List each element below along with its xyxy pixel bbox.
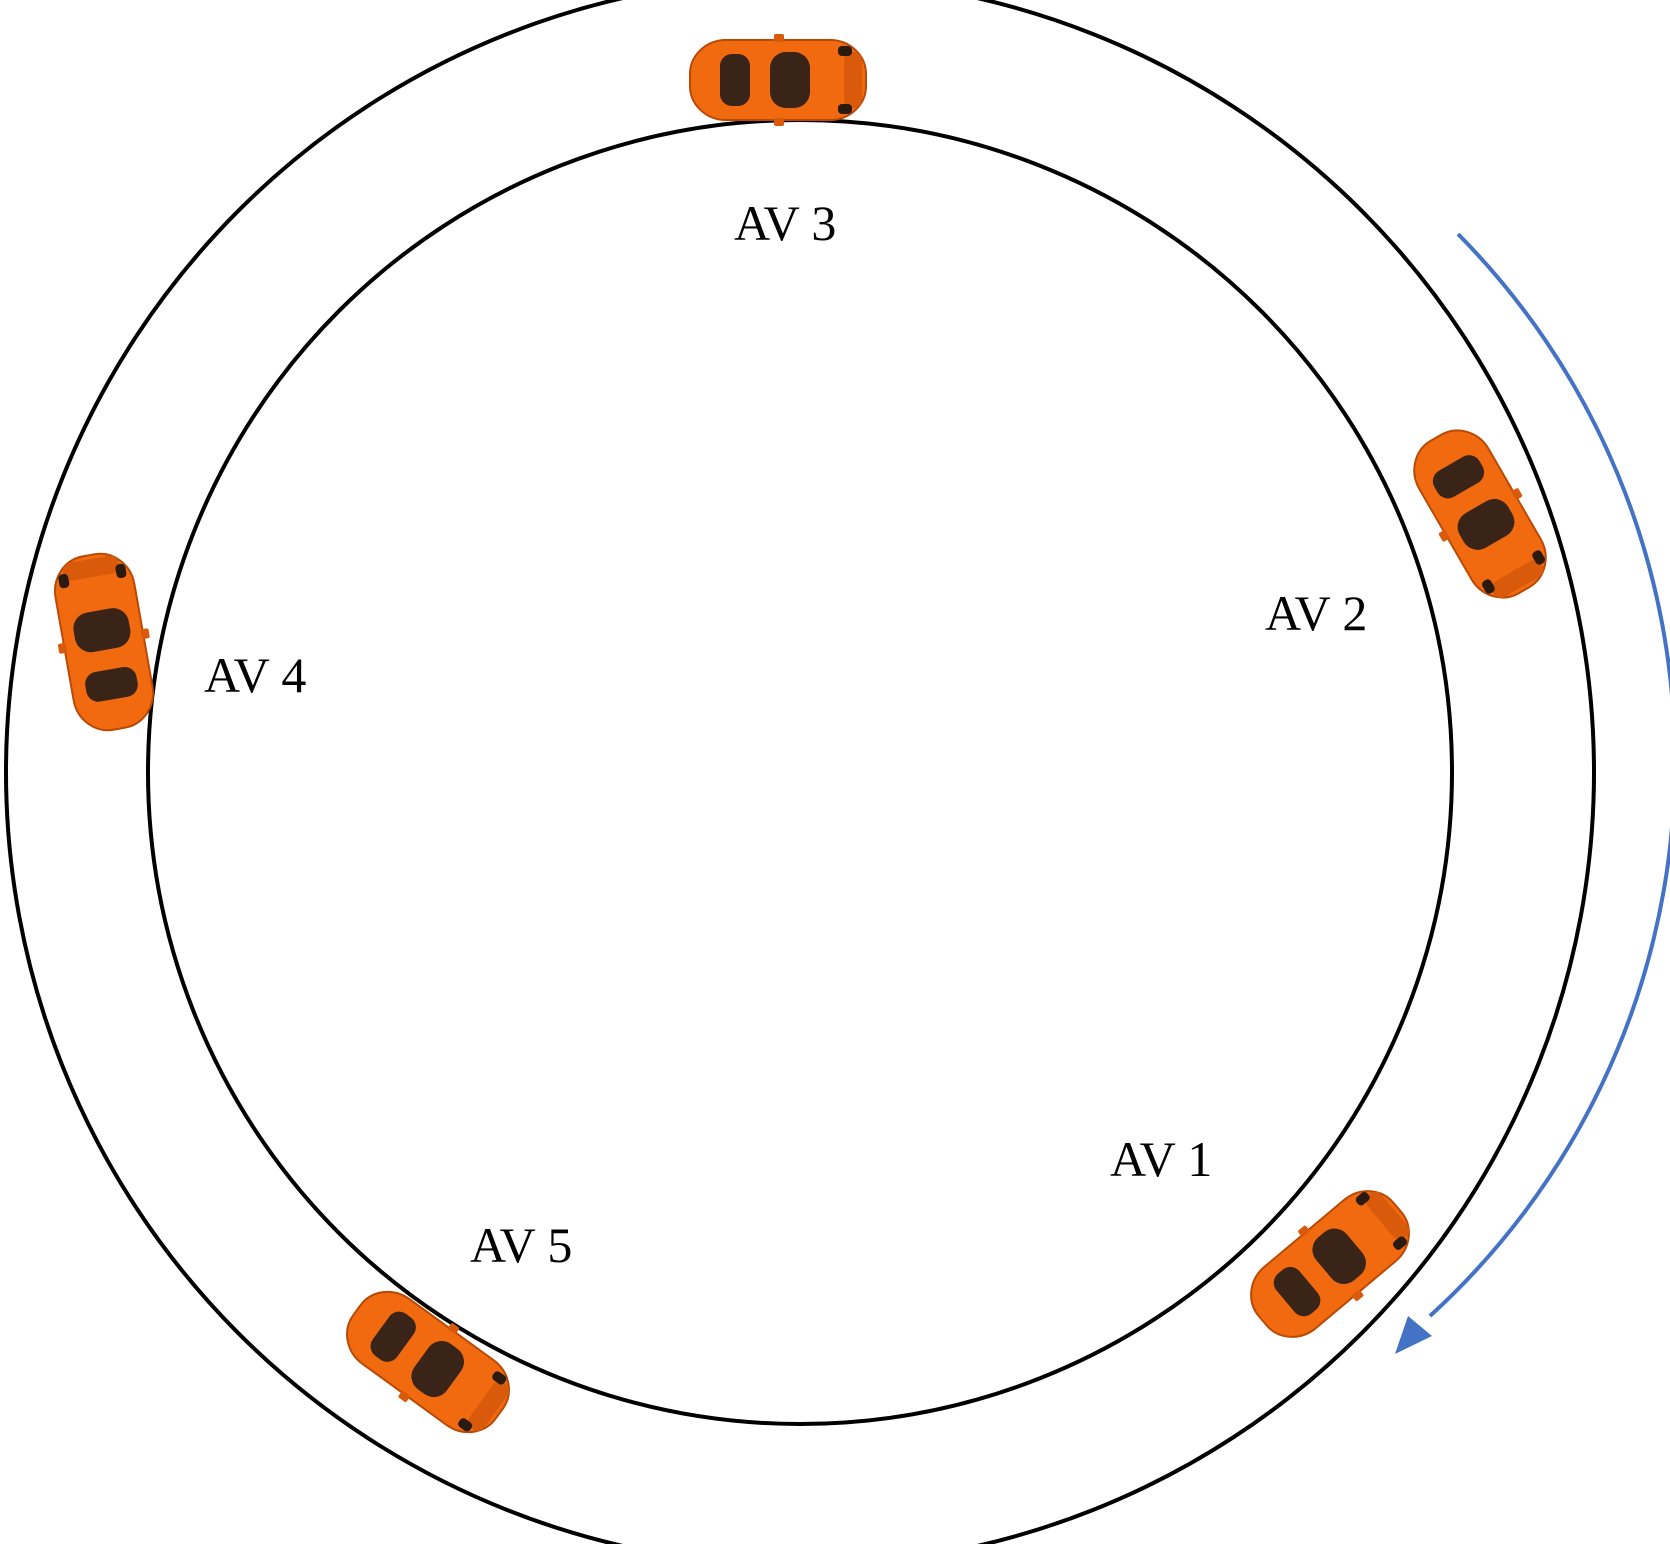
direction-arrow-icon: [1395, 232, 1670, 1354]
av3-car-icon: [689, 33, 867, 127]
av5-car-icon: [328, 1272, 528, 1452]
av1-label: AV 1: [1110, 1131, 1212, 1187]
av2-car-icon: [1395, 413, 1565, 615]
inner-track-boundary: [146, 118, 1454, 1426]
av1-car-icon: [1232, 1171, 1428, 1357]
av2-label: AV 2: [1265, 585, 1367, 641]
av5-label: AV 5: [470, 1217, 572, 1273]
av3-label: AV 3: [734, 195, 836, 251]
outer-track-boundary: [4, 0, 1596, 1544]
av4-label: AV 4: [204, 647, 306, 703]
av4-car-icon: [42, 546, 166, 738]
